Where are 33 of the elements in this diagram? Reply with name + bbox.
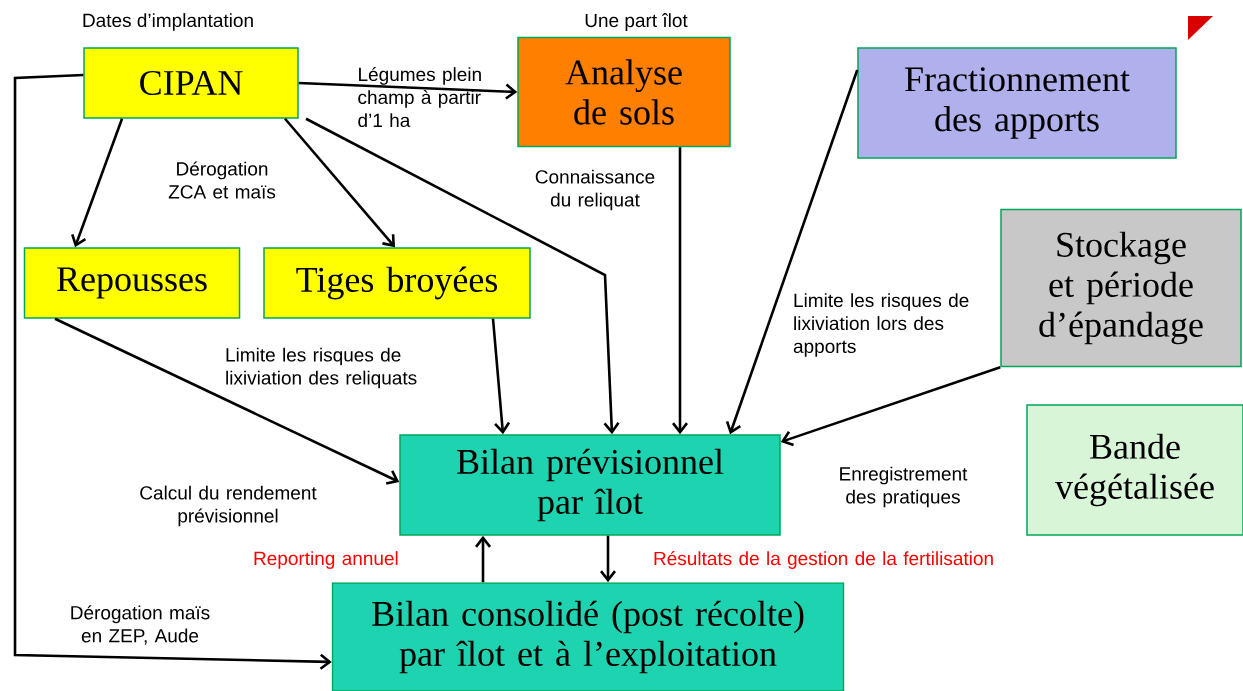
arrow: [13, 73, 332, 670]
note-text: Enregistrement des pratiques: [840, 466, 968, 508]
process-box: Bilan consolidé (post récolte) par îlot et à l’exploitation: [331, 582, 845, 691]
edge-label: Dérogation ZCA et maïs: [168, 161, 276, 199]
arrow: [672, 147, 689, 435]
arrow: [54, 317, 400, 485]
arrow: [600, 535, 617, 583]
arrow: [298, 81, 518, 100]
node-caption: Une part îlot: [585, 13, 688, 31]
arrow: [491, 318, 511, 435]
edge-label: Reporting annuel: [254, 551, 398, 569]
arrow: [725, 69, 859, 435]
edge-label: Limite les risques de lixiviation lors des apports: [793, 293, 969, 357]
note-text: Calcul du rendement prévisionnel: [140, 485, 317, 527]
edge-label: Légumes plein champ à partir d’1 ha: [358, 66, 481, 128]
arrow: [475, 535, 492, 583]
edge-label: Résultats de la gestion de la fertilisation: [654, 551, 993, 569]
process-box: Repousses: [23, 247, 241, 319]
process-box: Bande végétalisée: [1026, 404, 1243, 536]
edge-label: Connaissance du reliquat: [535, 169, 655, 211]
arrow: [780, 366, 1001, 447]
edge-label: Dérogation maïs en ZEP, Aude: [71, 605, 210, 645]
arrow: [284, 117, 395, 248]
process-box: CIPAN: [83, 47, 299, 119]
arrow: [305, 117, 620, 435]
process-box: Bilan prévisionnel par îlot: [399, 434, 781, 536]
process-box: Analyse de sols: [517, 36, 731, 148]
process-box: Fractionnement des apports: [857, 47, 1177, 159]
node-caption: Dates d’implantation: [83, 13, 253, 31]
process-box: Tiges broyées: [263, 247, 531, 319]
edge-label: Limite les risques de lixiviation des reliquats: [226, 347, 417, 389]
process-box: Stockage et période d’épandage: [1000, 208, 1242, 368]
arrow: [71, 118, 124, 248]
